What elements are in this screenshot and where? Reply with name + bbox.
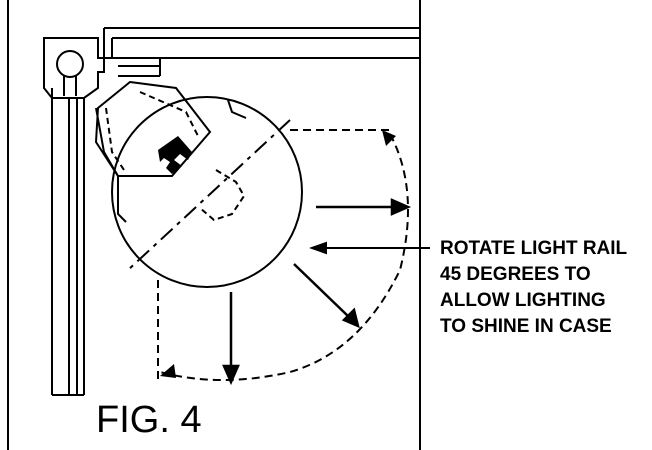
light-fixture bbox=[94, 80, 212, 223]
annotation-line-3: ALLOW LIGHTING bbox=[440, 290, 606, 311]
annotation-line-4: TO SHINE IN CASE bbox=[440, 316, 612, 337]
light-rail bbox=[111, 96, 303, 288]
figure-label: FIG. 4 bbox=[96, 399, 202, 441]
annotation-leader bbox=[309, 241, 430, 255]
rotation-arrows bbox=[222, 198, 412, 386]
annotation-line-2: 45 DEGREES TO bbox=[440, 264, 591, 285]
rotation-path bbox=[157, 129, 409, 381]
annotation-line-1: ROTATE LIGHT RAIL bbox=[440, 238, 628, 259]
case-walls bbox=[7, 0, 421, 450]
vertical-extrusion bbox=[51, 88, 85, 396]
arc-arrowheads bbox=[160, 130, 396, 378]
corner-profile bbox=[43, 37, 105, 99]
fixture-clip bbox=[158, 136, 192, 174]
horizontal-extrusion bbox=[98, 27, 420, 77]
